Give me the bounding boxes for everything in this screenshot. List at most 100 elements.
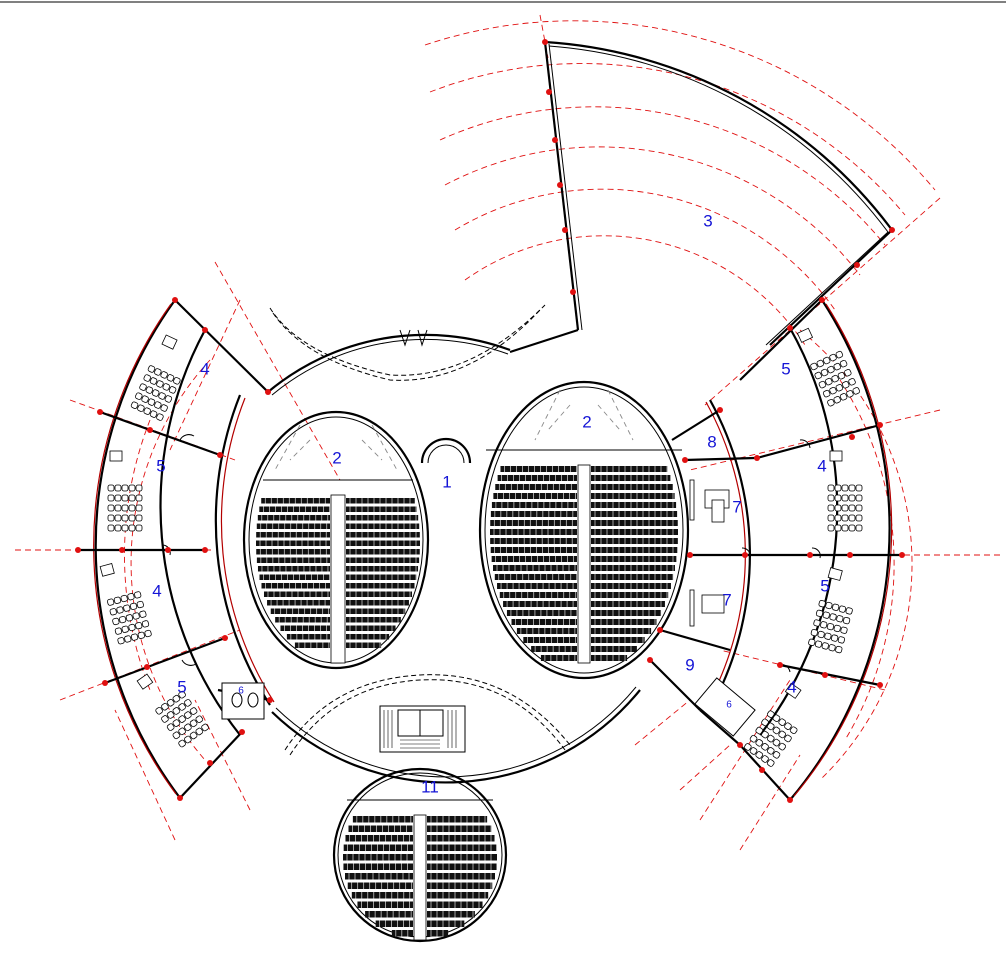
grid-dot (854, 262, 860, 268)
grid-dot (217, 452, 223, 458)
seat-row (346, 625, 396, 631)
seat-row (351, 892, 413, 899)
label-office-upper: 7 (732, 497, 741, 516)
seat-row (256, 523, 330, 529)
seat-row (346, 608, 406, 614)
label-room-e-lower: 5 (820, 576, 829, 595)
teacher-desk (829, 450, 843, 462)
grid-dot (239, 729, 245, 735)
seat-row (346, 634, 390, 640)
grid-dot (657, 627, 663, 633)
seat-row (427, 882, 493, 889)
seat-row (346, 617, 401, 623)
seat-row (261, 498, 330, 504)
classroom-seating (99, 327, 863, 767)
seat-row (346, 523, 420, 529)
grid-dot (562, 227, 568, 233)
seat-row (490, 547, 577, 553)
seat-row (511, 619, 577, 625)
seat-row (375, 920, 413, 927)
seat-row (491, 502, 577, 508)
teacher-desk (796, 327, 814, 343)
seat-row (347, 882, 413, 889)
north-wing (543, 40, 893, 346)
grid-dot (787, 325, 793, 331)
seat-row (343, 854, 413, 861)
grid-intersections (75, 39, 905, 803)
label-office-lower: 7 (722, 590, 731, 609)
seat-row (257, 515, 330, 521)
seat-row (591, 646, 637, 652)
teacher-desk (827, 567, 843, 581)
seat-row (490, 511, 577, 517)
grid-dot (682, 457, 688, 463)
hall-left (242, 410, 430, 670)
grid-dot (737, 742, 743, 748)
label-hall-right: 2 (582, 412, 591, 431)
seat-row (523, 637, 577, 643)
label-room-w-lower: 4 (152, 581, 161, 600)
seat-row (391, 930, 413, 937)
seat-cluster (744, 682, 802, 767)
grid-dot (889, 227, 895, 233)
grid-dot (742, 552, 748, 558)
seat-row (591, 628, 652, 634)
seat-row (365, 911, 413, 918)
seat-row (346, 549, 420, 555)
grid-dot (899, 552, 905, 558)
grid-dot (172, 297, 178, 303)
label-room-9: 9 (685, 655, 694, 674)
foyer (267, 304, 641, 784)
teacher-desk (99, 563, 115, 577)
grid-dot (754, 455, 760, 461)
grid-dot (202, 327, 208, 333)
seat-row (256, 532, 330, 538)
grid-dot (819, 297, 825, 303)
grid-dot (777, 662, 783, 668)
seat-cluster (130, 334, 181, 421)
teacher-desk (161, 334, 178, 350)
grid-dot (119, 547, 125, 553)
seat-row (427, 816, 488, 823)
seat-row (275, 617, 330, 623)
seat-row (591, 511, 678, 517)
seat-row (346, 557, 420, 563)
seat-row (591, 493, 675, 499)
seat-row (591, 538, 678, 544)
label-room-8: 8 (707, 432, 716, 451)
seat-row (346, 506, 417, 512)
seat-row (591, 556, 677, 562)
grid-dot (102, 680, 108, 686)
grid-dot (147, 427, 153, 433)
grid-dot (165, 547, 171, 553)
seat-row (591, 610, 662, 616)
seat-row (591, 484, 673, 490)
grid-dot (222, 635, 228, 641)
seat-row (270, 608, 330, 614)
label-hall-left: 2 (332, 448, 341, 467)
seat-row (495, 484, 577, 490)
seat-row (591, 502, 677, 508)
seat-row (490, 529, 577, 535)
label-wc-left: 6 (238, 686, 244, 697)
seat-row (531, 646, 577, 652)
grid-dot (687, 552, 693, 558)
grid-dot (877, 682, 883, 688)
seat-cluster (136, 673, 209, 748)
seat-row (257, 566, 330, 572)
seat-cluster (107, 450, 143, 532)
seat-row (497, 475, 577, 481)
grid-dot (202, 547, 208, 553)
hall-south-seating (343, 816, 497, 937)
seat-cluster (808, 567, 853, 654)
seat-row (348, 825, 413, 832)
seat-row (427, 930, 449, 937)
grid-dot (717, 407, 723, 413)
seat-row (591, 619, 657, 625)
grid-dot (177, 795, 183, 801)
seat-row (256, 540, 330, 546)
teacher-desk (784, 682, 802, 699)
seat-row (346, 600, 409, 606)
hall-left-seating (256, 498, 420, 648)
